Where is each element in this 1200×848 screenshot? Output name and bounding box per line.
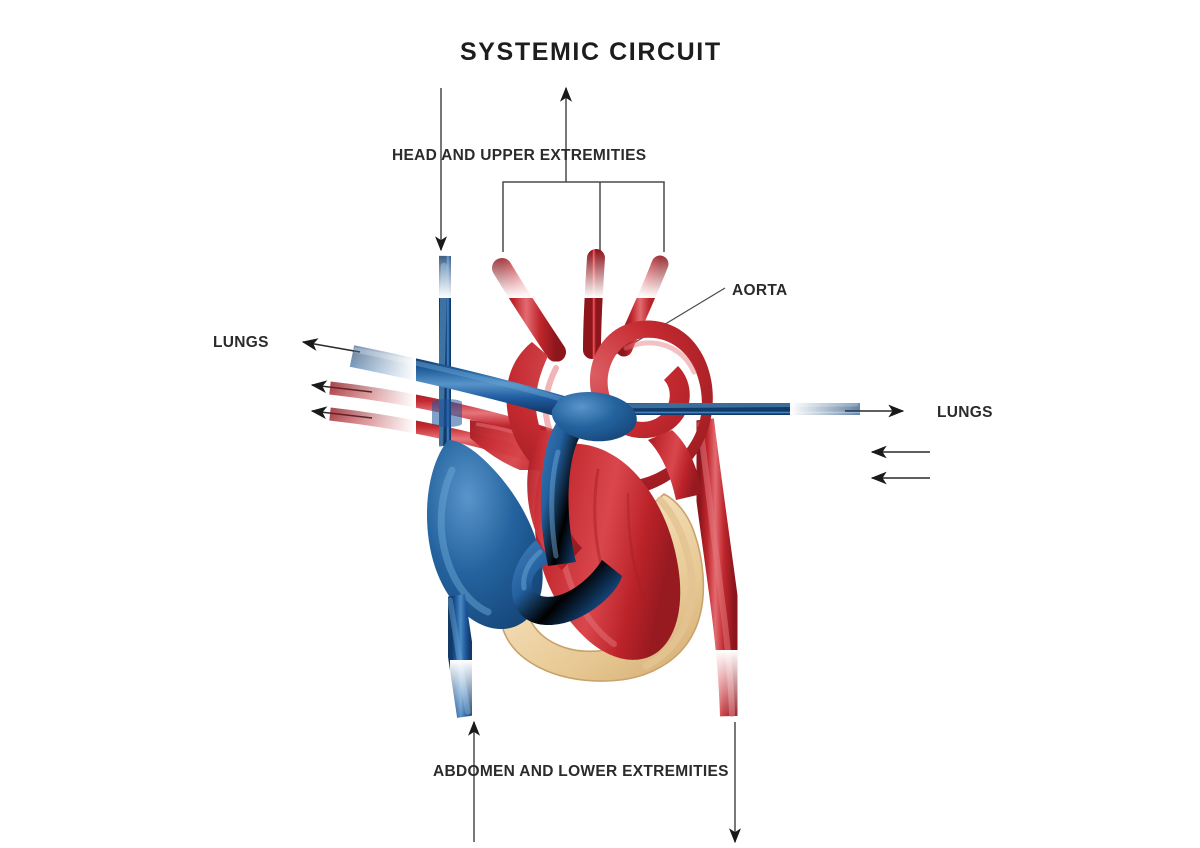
ascending-descending-junction: [648, 430, 702, 500]
pulmonary-bifurcation: [551, 392, 637, 442]
label-lungs-right: LUNGS: [937, 404, 993, 421]
page-title: SYSTEMIC CIRCUIT: [460, 38, 722, 66]
svc-crossing-shade: [432, 399, 462, 427]
arrow-lungs-left-blue: [301, 338, 361, 353]
descending-aorta: [686, 418, 748, 717]
aortic-branch-bracket: [502, 181, 665, 252]
inferior-vena-cava: [439, 594, 483, 718]
pulmonary-trunk: [540, 402, 596, 566]
label-head-and-upper-extremities: HEAD AND UPPER EXTREMITIES: [392, 147, 647, 164]
right-ventricle: [511, 540, 622, 626]
left-common-carotid-artery: [583, 249, 605, 359]
label-lungs-left: LUNGS: [213, 334, 269, 351]
brachiocephalic-trunk: [492, 258, 566, 362]
label-aorta: AORTA: [732, 282, 788, 299]
right-pulmonary-veins: [690, 445, 900, 485]
label-abdomen-and-lower-extremities: ABDOMEN AND LOWER EXTREMITIES: [433, 763, 729, 780]
